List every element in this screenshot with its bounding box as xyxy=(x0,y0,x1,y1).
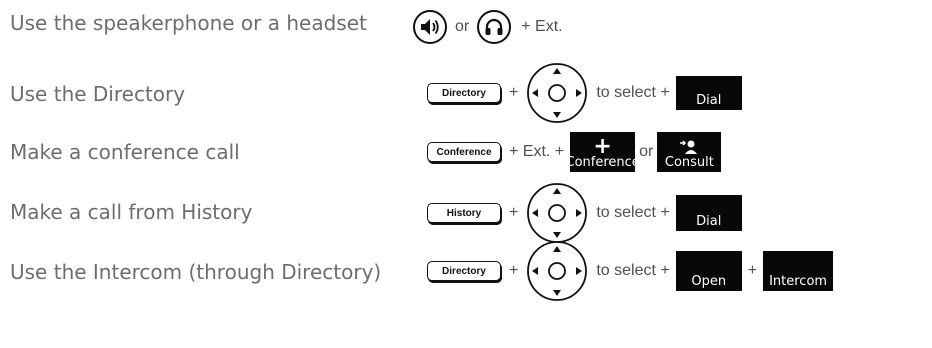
row-description: Make a call from History xyxy=(10,200,253,224)
plus-text: + xyxy=(509,204,519,221)
key-sequence: History + to select + Dial xyxy=(427,182,742,244)
navigation-pad-icon xyxy=(527,183,588,243)
softkey-label: Intercom xyxy=(769,274,828,289)
to-select-text: to select + xyxy=(596,84,670,101)
plus-icon: + xyxy=(593,134,612,159)
row-description: Make a conference call xyxy=(10,140,240,164)
softkey-label: Consult xyxy=(664,155,714,170)
to-select-text: to select + xyxy=(596,204,670,221)
key-sequence: Directory + to select + Dial xyxy=(427,62,742,124)
directory-key: Directory xyxy=(427,261,501,281)
row-description: Use the Directory xyxy=(10,82,186,106)
softkey-label: Dial xyxy=(696,214,722,229)
consult-softkey: Consult xyxy=(657,132,722,172)
ext-text: + Ext. + xyxy=(509,143,565,160)
row-description: Use the speakerphone or a headset xyxy=(10,11,367,35)
plus-text: + xyxy=(509,84,519,101)
row-description: Use the Intercom (through Directory) xyxy=(10,260,382,284)
key-sequence: or + Ext. xyxy=(413,10,569,44)
navigation-pad-icon xyxy=(527,241,588,301)
key-sequence: Conference + Ext. + + Conference or Cons… xyxy=(427,132,722,172)
plus-text: + xyxy=(747,262,758,279)
to-select-text: to select + xyxy=(596,262,670,279)
or-text: or xyxy=(639,143,654,160)
intercom-softkey: Intercom xyxy=(763,251,834,291)
open-softkey: Open xyxy=(675,251,742,291)
conference-softkey: + Conference xyxy=(566,132,640,172)
consult-person-icon xyxy=(680,140,698,154)
key-sequence: Directory + to select + Open + Intercom xyxy=(427,240,834,302)
or-text: or xyxy=(455,18,470,35)
dial-softkey: Dial xyxy=(675,195,742,231)
conference-key: Conference xyxy=(427,142,501,162)
speakerphone-icon xyxy=(413,10,447,44)
headset-icon xyxy=(477,10,512,44)
softkey-label: Conference xyxy=(565,155,640,170)
ext-text: + Ext. xyxy=(521,18,563,35)
navigation-pad-icon xyxy=(527,63,588,123)
history-key: History xyxy=(427,203,501,223)
softkey-label: Dial xyxy=(696,93,722,108)
dial-softkey: Dial xyxy=(675,76,742,110)
plus-text: + xyxy=(509,262,519,279)
directory-key: Directory xyxy=(427,83,501,103)
softkey-label: Open xyxy=(691,274,727,289)
